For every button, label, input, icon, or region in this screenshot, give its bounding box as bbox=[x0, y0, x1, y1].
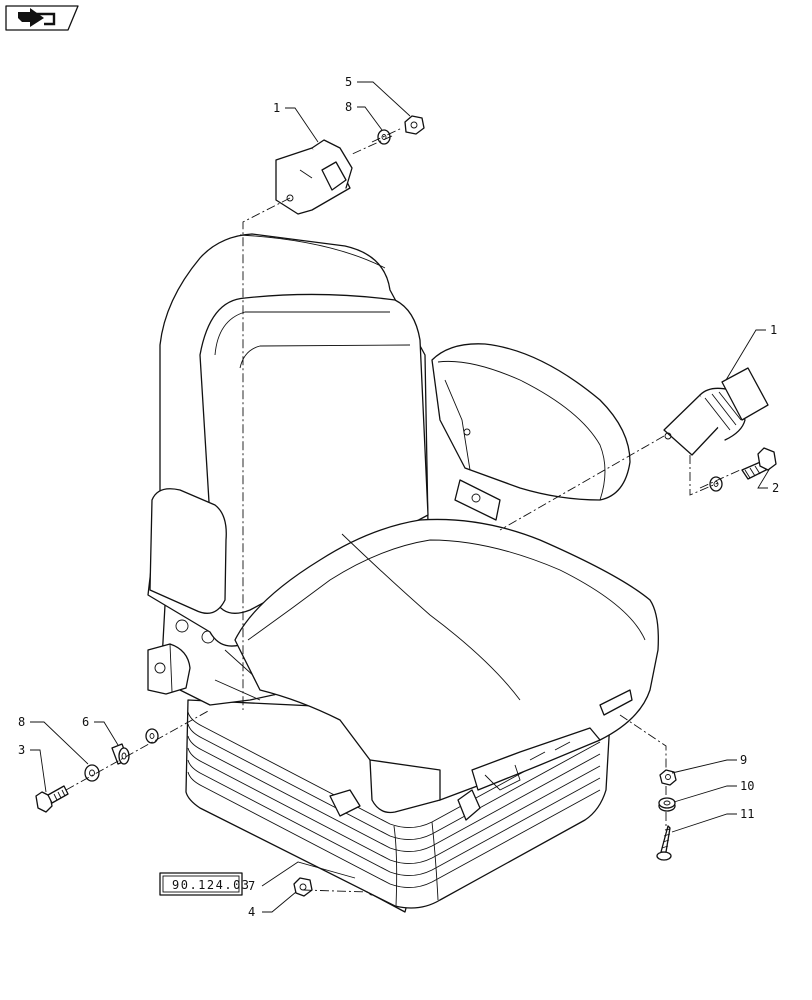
callout-4: 4 bbox=[248, 905, 255, 919]
callout-6: 6 bbox=[82, 715, 89, 729]
top-bracket bbox=[275, 139, 353, 215]
callout-1-top: 1 bbox=[273, 101, 280, 115]
callout-3: 3 bbox=[18, 743, 25, 757]
callout-labels: 5 8 1 1 2 8 6 3 9 10 11 7 4 bbox=[18, 75, 779, 919]
callout-11: 11 bbox=[740, 807, 754, 821]
armrest bbox=[431, 343, 631, 521]
seat-lever bbox=[457, 689, 633, 821]
callout-10: 10 bbox=[740, 779, 754, 793]
screw-right bbox=[656, 825, 672, 861]
adjustment-knob bbox=[147, 643, 191, 695]
callout-8-top: 8 bbox=[345, 100, 352, 114]
reference-link[interactable]: 90.124.03 bbox=[159, 872, 251, 896]
bolt-left bbox=[35, 785, 69, 813]
arrow-return-icon bbox=[18, 8, 56, 27]
assembly-centerlines bbox=[65, 127, 741, 893]
backrest-bolster bbox=[149, 488, 227, 614]
callout-8-left: 8 bbox=[18, 715, 25, 729]
callout-7: 7 bbox=[248, 879, 255, 893]
callout-9: 9 bbox=[740, 753, 747, 767]
spacer-left bbox=[111, 743, 130, 765]
nut-top bbox=[404, 115, 425, 135]
callout-2: 2 bbox=[772, 481, 779, 495]
nav-button[interactable] bbox=[5, 5, 79, 31]
callout-5: 5 bbox=[345, 75, 352, 89]
nut-right bbox=[659, 769, 677, 786]
bolt-right bbox=[741, 447, 777, 480]
nut-bottom bbox=[293, 877, 313, 897]
leader-lines bbox=[30, 81, 771, 913]
seat-assembly bbox=[147, 233, 659, 913]
washer-right bbox=[658, 797, 676, 812]
reference-code: 90.124.03 bbox=[172, 878, 251, 892]
callout-1-right: 1 bbox=[770, 323, 777, 337]
washer-left-2 bbox=[145, 728, 159, 744]
right-bracket bbox=[663, 367, 769, 456]
